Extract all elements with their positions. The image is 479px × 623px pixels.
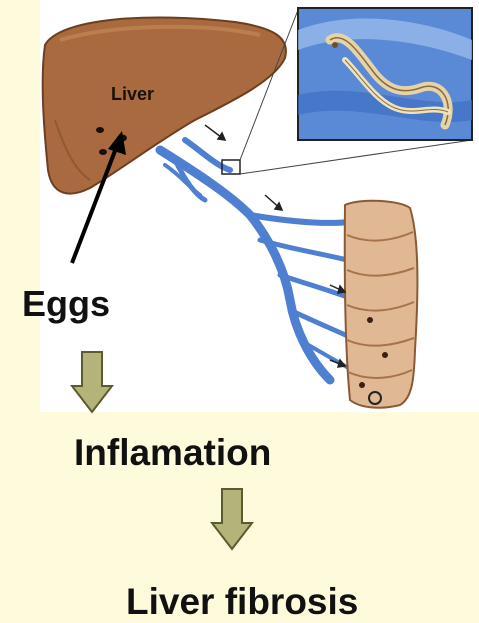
intestine [345, 201, 418, 408]
down-arrow-icon [210, 487, 254, 551]
eggs-label: Eggs [22, 283, 110, 325]
eggs-pointer-arrow [60, 125, 140, 270]
portal-veins [160, 140, 355, 380]
down-arrow-icon [70, 350, 114, 414]
liver-fibrosis-label: Liver fibrosis [126, 581, 358, 623]
worms-inset [298, 8, 472, 140]
inflammation-label: Inflamation [74, 432, 271, 474]
liver-label: Liver [111, 84, 154, 105]
